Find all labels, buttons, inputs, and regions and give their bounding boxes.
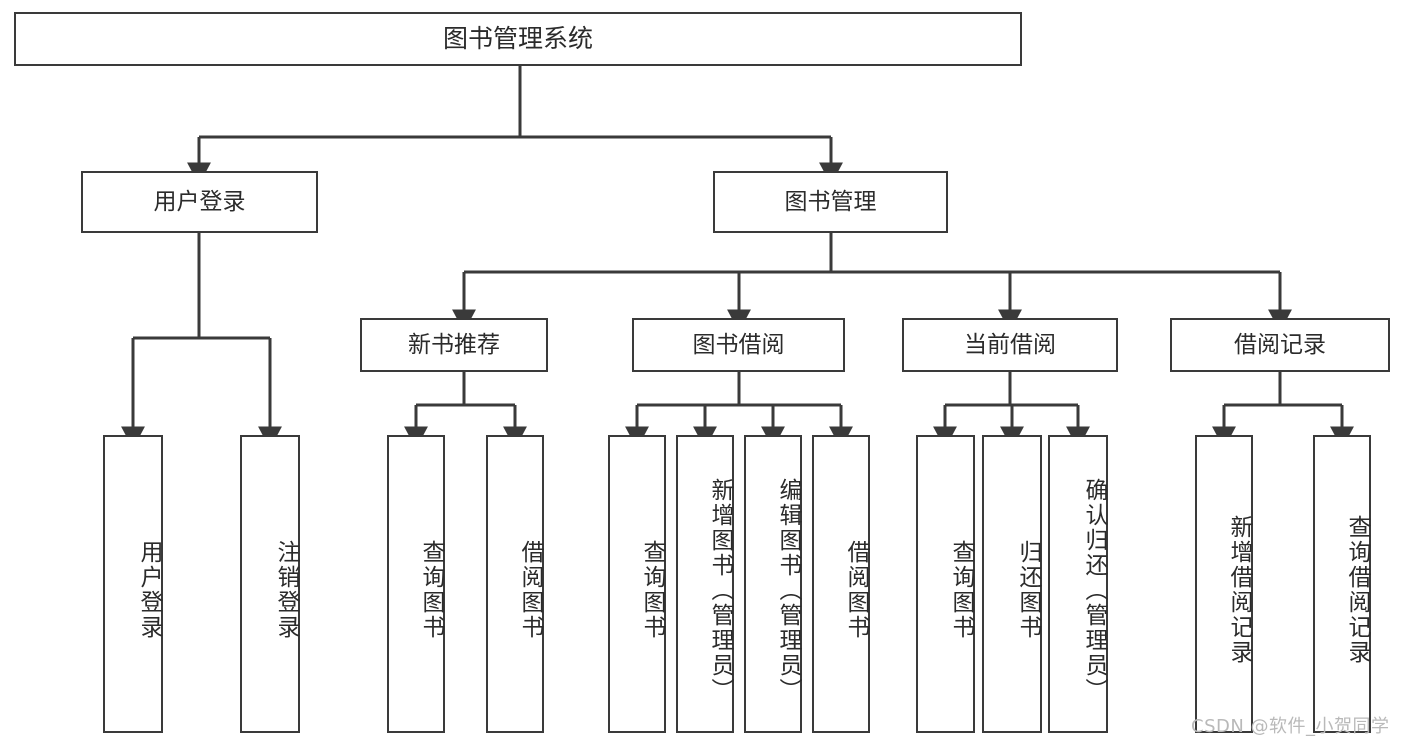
node-leaf-leaf-edit-book-label: 编辑图书（管理员） <box>775 477 801 703</box>
node-l3-book-borrow[interactable]: 图书借阅 <box>632 318 845 372</box>
node-leaf-leaf-query-book-2[interactable]: 查询图书 <box>608 435 666 733</box>
node-leaf-leaf-borrow-book-2-label: 借阅图书 <box>843 540 869 640</box>
node-l3-current-borrow-label: 当前借阅 <box>964 331 1056 358</box>
node-leaf-leaf-query-book-2-label: 查询图书 <box>639 540 665 640</box>
node-l2-book-manage-label: 图书管理 <box>784 188 877 215</box>
node-l3-new-book-rec-label: 新书推荐 <box>408 331 500 358</box>
node-leaf-leaf-add-book[interactable]: 新增图书（管理员） <box>676 435 734 733</box>
node-leaf-leaf-logout[interactable]: 注销登录 <box>240 435 300 733</box>
node-leaf-leaf-logout-label: 注销登录 <box>273 540 299 640</box>
node-leaf-leaf-return-book-label: 归还图书 <box>1015 540 1041 640</box>
node-leaf-leaf-add-book-label: 新增图书（管理员） <box>707 477 733 703</box>
node-root-system[interactable]: 图书管理系统 <box>14 12 1022 66</box>
node-leaf-leaf-query-record-label: 查询借阅记录 <box>1344 515 1370 665</box>
node-leaf-leaf-confirm-return-label: 确认归还（管理员） <box>1081 477 1107 703</box>
node-l3-current-borrow[interactable]: 当前借阅 <box>902 318 1118 372</box>
node-leaf-leaf-query-book-1-label: 查询图书 <box>418 540 444 640</box>
node-leaf-leaf-query-book-3-label: 查询图书 <box>948 540 974 640</box>
node-leaf-leaf-user-login[interactable]: 用户登录 <box>103 435 163 733</box>
node-l3-borrow-record[interactable]: 借阅记录 <box>1170 318 1390 372</box>
node-leaf-leaf-query-record[interactable]: 查询借阅记录 <box>1313 435 1371 733</box>
node-leaf-leaf-return-book[interactable]: 归还图书 <box>982 435 1042 733</box>
node-leaf-leaf-confirm-return[interactable]: 确认归还（管理员） <box>1048 435 1108 733</box>
node-l2-user-login-label: 用户登录 <box>153 188 246 215</box>
node-l3-new-book-rec[interactable]: 新书推荐 <box>360 318 548 372</box>
node-l2-user-login[interactable]: 用户登录 <box>81 171 318 233</box>
node-leaf-leaf-user-login-label: 用户登录 <box>136 540 162 640</box>
node-leaf-leaf-query-book-1[interactable]: 查询图书 <box>387 435 445 733</box>
node-l3-book-borrow-label: 图书借阅 <box>692 331 785 358</box>
node-leaf-leaf-borrow-book-1[interactable]: 借阅图书 <box>486 435 544 733</box>
node-root-label: 图书管理系统 <box>442 23 593 53</box>
node-leaf-leaf-add-record-label: 新增借阅记录 <box>1226 515 1252 665</box>
node-leaf-leaf-borrow-book-2[interactable]: 借阅图书 <box>812 435 870 733</box>
node-l2-book-manage[interactable]: 图书管理 <box>713 171 948 233</box>
node-leaf-leaf-edit-book[interactable]: 编辑图书（管理员） <box>744 435 802 733</box>
node-leaf-leaf-query-book-3[interactable]: 查询图书 <box>916 435 975 733</box>
node-leaf-leaf-add-record[interactable]: 新增借阅记录 <box>1195 435 1253 733</box>
node-leaf-leaf-borrow-book-1-label: 借阅图书 <box>517 540 543 640</box>
node-l3-borrow-record-label: 借阅记录 <box>1234 331 1326 358</box>
watermark-credit: CSDN @软件_小贺同学 <box>1191 716 1390 737</box>
